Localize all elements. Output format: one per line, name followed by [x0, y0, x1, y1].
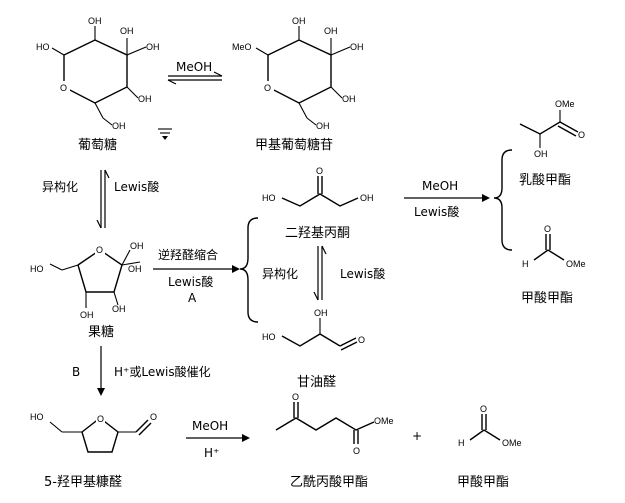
glucoside-oh-top1: OH [292, 16, 306, 26]
formate-top-ome: OMe [566, 259, 586, 269]
methyl-levulinate-name: 乙酰丙酸甲酯 [290, 475, 368, 490]
formate-bottom-h: H [458, 438, 465, 448]
glucose-oh-top1: OH [88, 16, 102, 26]
isomerization-left-label: 异构化 [42, 179, 78, 194]
fructose-ho-left: HO [30, 264, 44, 274]
methyl-formate-top-name: 甲酸甲酯 [521, 291, 573, 306]
fructose-oh-anomeric: OH [130, 241, 144, 251]
glucose-ch2oh: OH [112, 121, 126, 131]
glucoside-oh-top2: OH [324, 26, 338, 36]
to-esters-lewis-label: Lewis酸 [414, 204, 459, 219]
glucoside-equilibrium-arrow [167, 71, 223, 85]
hmf-meoh-label: MeOH [192, 419, 228, 433]
hmf-name: 5-羟甲基糠醛 [44, 474, 122, 490]
hmf-aldehyde-o: O [150, 412, 157, 422]
fructose-oh-bottom-right: OH [112, 304, 126, 314]
lewis-mid-label: Lewis酸 [340, 266, 385, 281]
levulinate-ome: OMe [374, 416, 394, 426]
methyl-lactate-structure: OMe O OH [519, 99, 585, 159]
methyl-formate-bottom-name: 甲酸甲酯 [457, 475, 509, 490]
formate-bottom-o: O [480, 404, 487, 414]
glucoside-oh-right: OH [350, 42, 364, 52]
hmf-ring-oxygen: O [97, 414, 104, 424]
glucoside-meo: MeO [232, 42, 252, 52]
glucoside-condition: MeOH [176, 60, 212, 74]
dha-oh: OH [360, 193, 374, 203]
dihydroxyacetone-structure: O HO OH [262, 166, 374, 207]
lactate-o: O [578, 130, 585, 140]
fructose-structure: O OH OH HO OH OH [30, 241, 144, 320]
glucose-oh-right: OH [146, 42, 160, 52]
glucose-oh-top2: OH [120, 26, 134, 36]
glyceraldehyde-structure: OH HO O [262, 308, 365, 351]
dha-oxygen: O [316, 166, 323, 176]
glucose-oh-bottom-right: OH [138, 94, 152, 104]
levulinate-keto-o: O [292, 392, 299, 402]
isomerization-mid-label: 异构化 [262, 266, 298, 281]
glucoside-oh-bottom-right: OH [342, 94, 356, 104]
lactate-oh: OH [534, 149, 548, 159]
triose-left-brace [239, 217, 259, 323]
glucose-ring-oxygen: O [60, 83, 67, 93]
retro-aldol-arrow [153, 265, 240, 273]
methyl-glucoside-name: 甲基葡萄糖苷 [255, 137, 333, 153]
glucoside-ch2oh: OH [316, 121, 330, 131]
dehydration-label: H⁺或Lewis酸催化 [114, 364, 211, 379]
glyceraldehyde-ho: HO [262, 332, 276, 342]
fructose-ring-oxygen: O [96, 245, 103, 255]
lactate-ome: OMe [555, 99, 575, 109]
glyceraldehyde-oh: OH [314, 308, 328, 318]
formate-bottom-ome: OMe [502, 438, 522, 448]
methyl-formate-bottom-structure: O H OMe [458, 404, 522, 448]
dha-ho: HO [262, 193, 276, 203]
dihydroxyacetone-name: 二羟基丙酮 [285, 226, 350, 241]
hmf-to-levulinate-arrow [186, 434, 250, 442]
retro-aldol-label: 逆羟醛缩合 [158, 247, 218, 262]
glyceraldehyde-name: 甘油醛 [297, 374, 336, 390]
formate-top-o: O [544, 224, 551, 234]
retro-aldol-lewis-label: Lewis酸 [168, 274, 213, 289]
to-esters-arrow [404, 194, 490, 202]
glucose-structure: O OH OH OH OH HO OH [36, 16, 160, 131]
glucoside-ring-oxygen: O [264, 83, 271, 93]
to-esters-meoh-label: MeOH [422, 179, 458, 193]
route-b-label: B [72, 365, 80, 379]
methyl-glucoside-structure: O OH OH OH OH MeO OH [232, 16, 364, 131]
plus-sign: + [412, 429, 422, 443]
glucose-ho-left: HO [36, 42, 50, 52]
methyl-levulinate-structure: O O OMe [275, 392, 394, 456]
hmf-ho: HO [30, 412, 44, 422]
fructose-oh-bottom-left: OH [80, 310, 94, 320]
isomerization-arrow-left [96, 169, 110, 229]
equilibrium-mark [158, 128, 172, 140]
lewis-left-label: Lewis酸 [114, 179, 159, 194]
formate-top-h: H [522, 259, 529, 269]
methyl-formate-top-structure: O H OMe [522, 224, 586, 269]
route-a-label: A [188, 291, 197, 305]
levulinate-ester-o: O [353, 446, 360, 456]
glyceraldehyde-o: O [358, 335, 365, 345]
hmf-h-label: H⁺ [204, 446, 219, 460]
hmf-structure: O HO O [30, 412, 157, 453]
methyl-lactate-name: 乳酸甲酯 [519, 173, 571, 188]
esters-left-brace [493, 149, 513, 251]
fructose-name: 果糖 [88, 324, 114, 340]
fructose-oh-ch2: OH [128, 264, 142, 274]
glucose-name: 葡萄糖 [78, 137, 117, 153]
dehydration-arrow [97, 346, 105, 396]
isomerization-arrow-mid [313, 245, 327, 301]
